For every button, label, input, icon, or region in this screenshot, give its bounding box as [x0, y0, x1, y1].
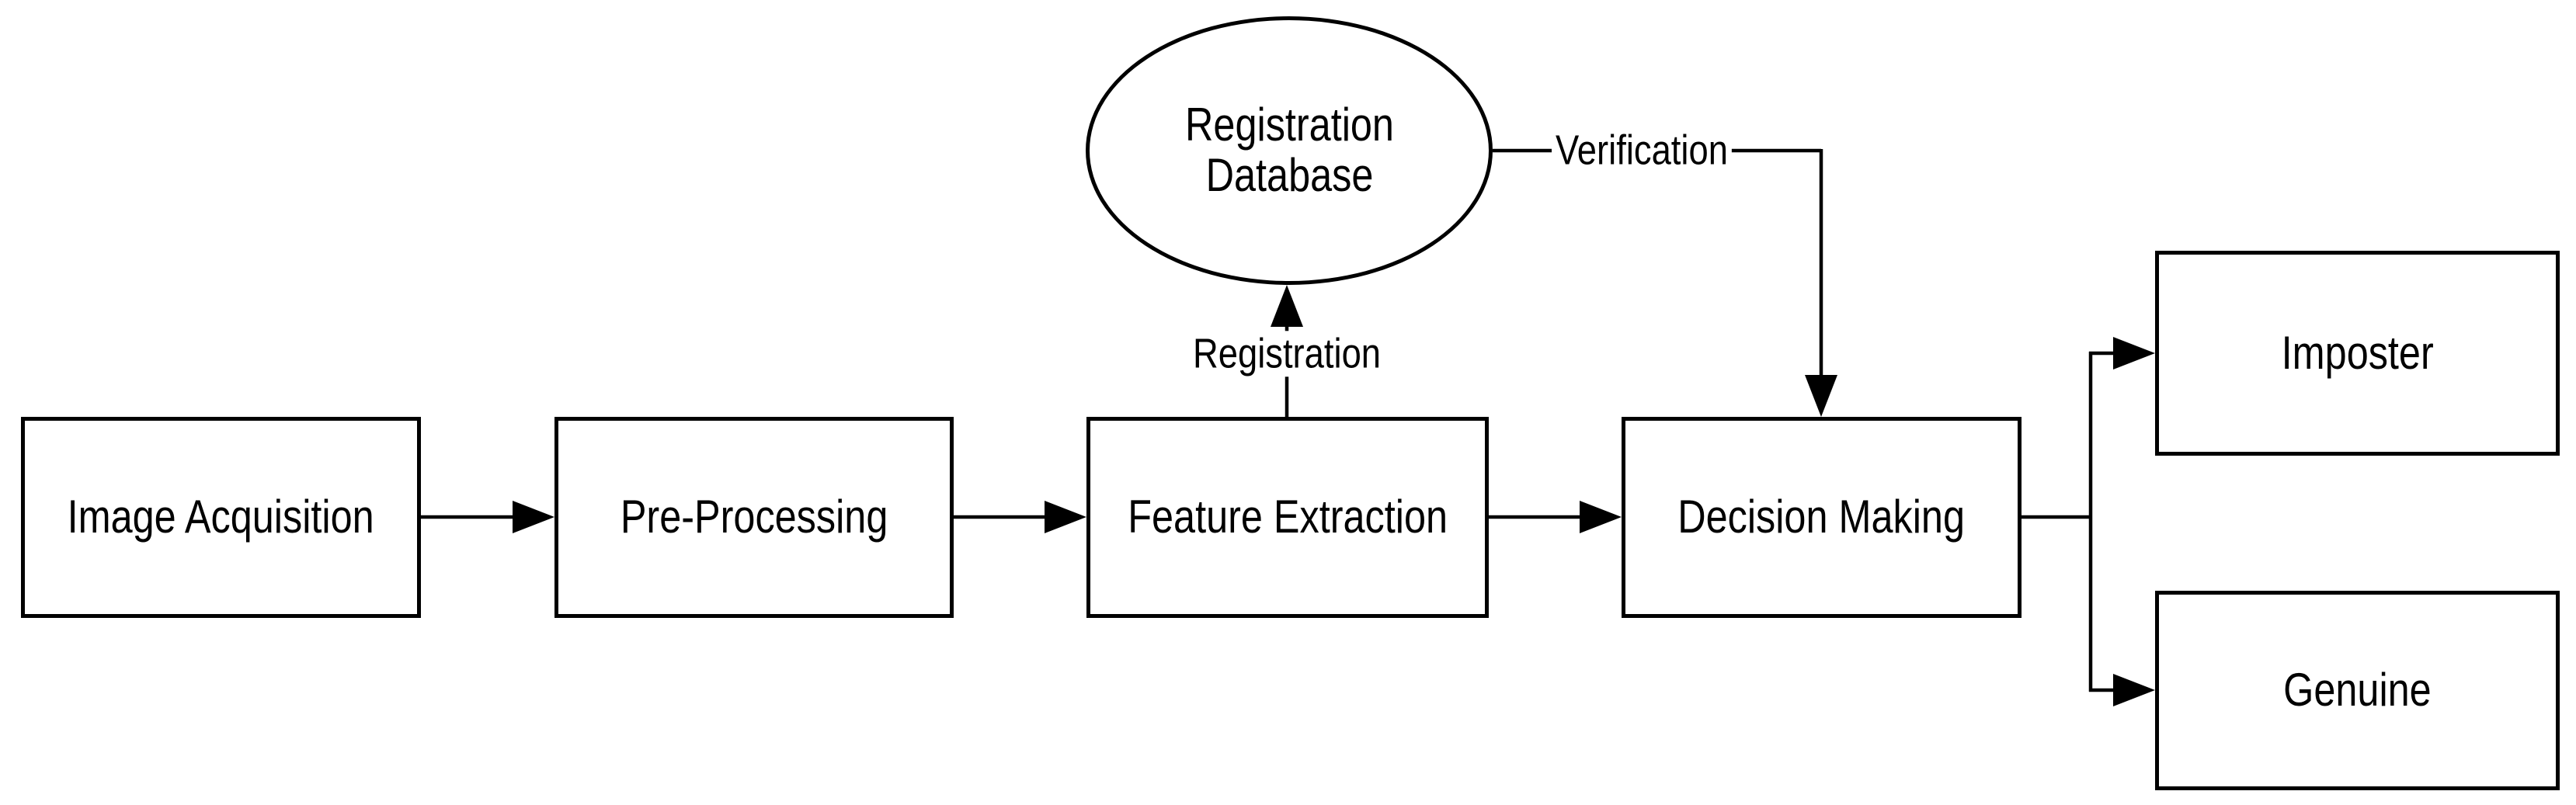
arrowhead-into-feature-extraction [1045, 501, 1086, 533]
node-decision-making: Decision Making [1622, 417, 2022, 618]
arrowhead-into-decision-making-top [1805, 375, 1837, 417]
node-registration-database-label: Registration Database [1184, 99, 1394, 201]
arrowhead-into-registration-database [1271, 285, 1303, 327]
arrowhead-into-pre-processing [513, 501, 554, 533]
node-imposter: Imposter [2155, 251, 2560, 456]
arrowhead-into-imposter [2113, 337, 2155, 370]
edge-label-verification-wrap: Verification [1535, 127, 1749, 174]
edge-label-verification: Verification [1552, 127, 1732, 174]
arrowhead-into-decision-making [1580, 501, 1622, 533]
node-genuine: Genuine [2155, 591, 2560, 790]
node-registration-database: Registration Database [1086, 16, 1493, 285]
node-feature-extraction: Feature Extraction [1086, 417, 1489, 618]
edge-label-registration: Registration [1188, 330, 1385, 377]
node-genuine-label: Genuine [2283, 664, 2432, 717]
node-decision-making-label: Decision Making [1677, 491, 1966, 543]
arrowhead-into-genuine [2113, 674, 2155, 706]
edge-label-registration-wrap: Registration [1170, 330, 1403, 377]
node-feature-extraction-label: Feature Extraction [1128, 491, 1448, 543]
node-image-acquisition: Image Acquisition [21, 417, 421, 618]
node-pre-processing: Pre-Processing [554, 417, 954, 618]
node-image-acquisition-label: Image Acquisition [67, 491, 375, 543]
node-pre-processing-label: Pre-Processing [620, 491, 888, 543]
node-imposter-label: Imposter [2281, 326, 2434, 379]
